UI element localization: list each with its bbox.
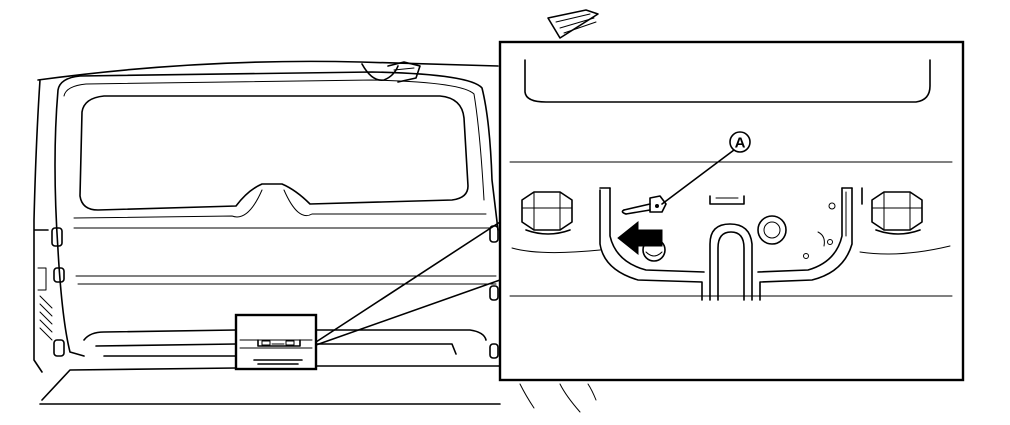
vehicle-rear-body <box>33 60 499 373</box>
back-door-outline <box>54 71 499 357</box>
latch-location-box <box>234 313 318 371</box>
back-door-lock-assembly <box>599 187 863 301</box>
left-side-features <box>37 227 65 357</box>
vehicle-rear-overview <box>33 9 599 413</box>
direction-arrow <box>617 220 663 256</box>
right-side-features <box>489 225 499 359</box>
bolt-left <box>521 191 573 235</box>
zoom-leader-lines <box>315 221 501 346</box>
callout-a-label: A <box>735 135 746 152</box>
roof-spoiler <box>547 9 599 39</box>
bolt-right <box>871 191 923 235</box>
back-door-glass <box>79 95 469 211</box>
detail-inset: A <box>498 40 965 382</box>
callout-a: A <box>661 131 751 205</box>
lever <box>621 195 667 215</box>
